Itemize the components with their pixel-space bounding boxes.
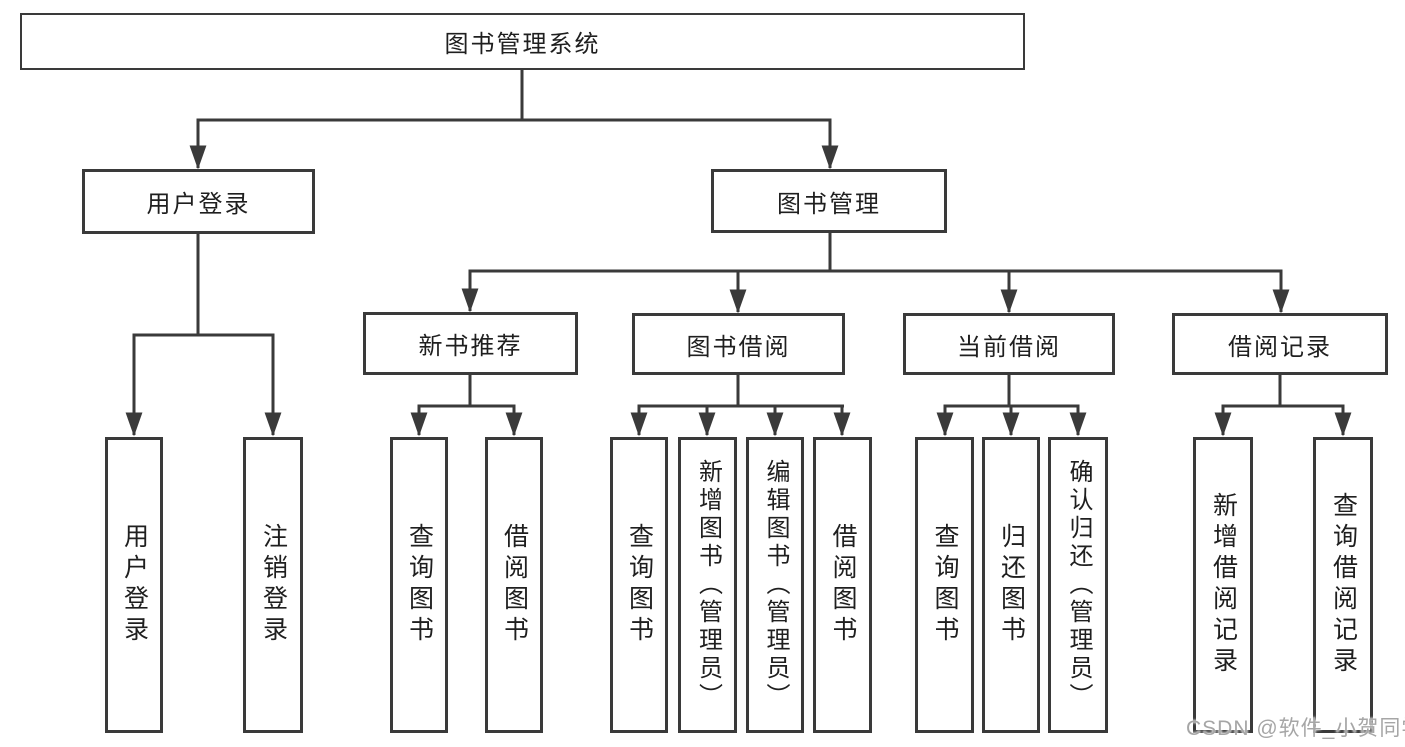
node-leaf-rec-borrow-book: 借阅图书 [485,437,543,733]
node-leaf-bb-edit-book-admin: 编辑图书（管理员） [746,437,804,733]
node-user-login: 用户登录 [82,169,315,234]
node-current-borrow: 当前借阅 [903,313,1115,375]
node-root-library-system: 图书管理系统 [20,13,1025,70]
node-book-management: 图书管理 [711,169,947,233]
node-borrow-record: 借阅记录 [1172,313,1388,375]
node-new-book-recommend: 新书推荐 [363,312,578,375]
node-leaf-bb-borrow-book: 借阅图书 [813,437,872,733]
node-leaf-rec-query-book: 查询图书 [390,437,448,733]
node-leaf-cb-return-book: 归还图书 [982,437,1040,733]
node-leaf-logout: 注销登录 [243,437,303,733]
node-leaf-user-login: 用户登录 [105,437,163,733]
node-leaf-bb-query-book: 查询图书 [610,437,668,733]
node-leaf-br-query-record: 查询借阅记录 [1313,437,1373,733]
node-book-borrow: 图书借阅 [632,313,845,375]
node-leaf-cb-query-book: 查询图书 [915,437,974,733]
csdn-watermark: CSDN @软件_小贺同学 [1186,717,1405,740]
node-leaf-bb-add-book-admin: 新增图书（管理员） [678,437,737,733]
node-leaf-cb-confirm-return-admin: 确认归还（管理员） [1048,437,1108,733]
node-leaf-br-add-record: 新增借阅记录 [1193,437,1253,733]
